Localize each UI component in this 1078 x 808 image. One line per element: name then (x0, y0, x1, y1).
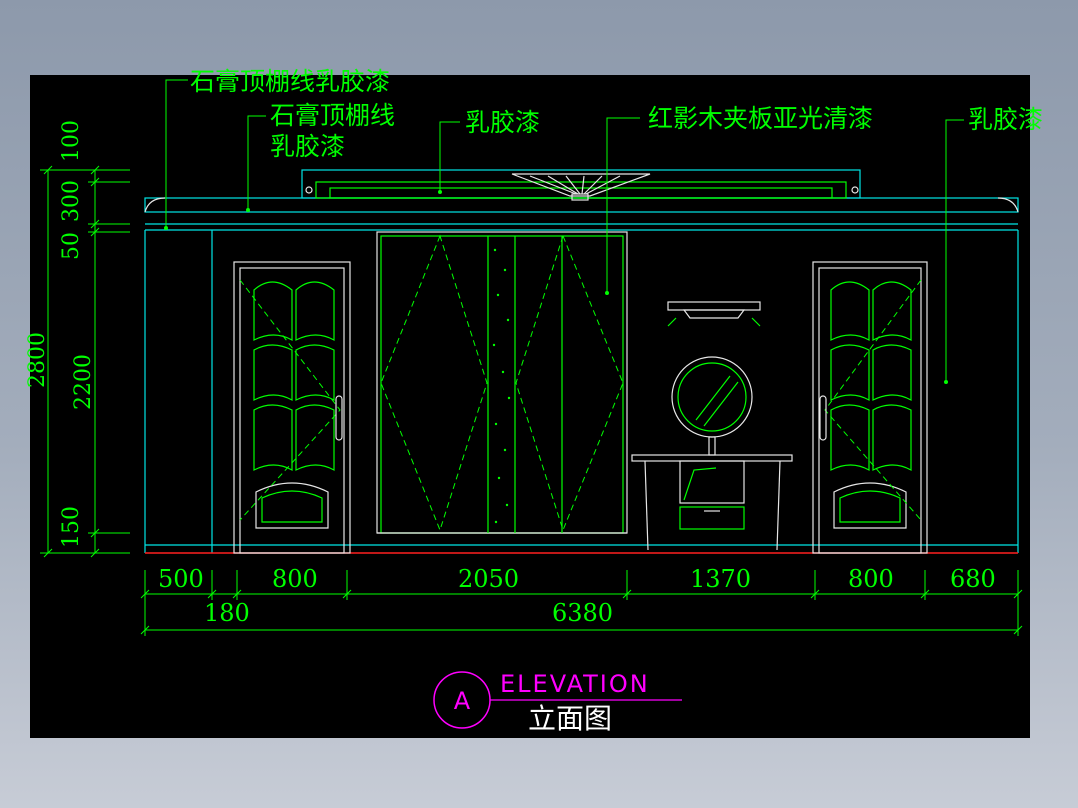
door-handle-icon (819, 395, 827, 441)
console-table (631, 454, 793, 551)
label-latex-paint-crown: 乳胶漆 (465, 108, 540, 137)
dim-h-800-right: 800 (848, 565, 894, 593)
dim-h-800-left: 800 (272, 565, 318, 593)
ceiling-cornice (144, 169, 1019, 231)
round-mirror (671, 356, 753, 456)
dim-h-2050: 2050 (458, 565, 519, 593)
label-gypsum-cornice-latex: 石膏顶棚线乳胶漆 (190, 67, 390, 96)
drawing-sheet (30, 75, 1030, 738)
chandelier-icon (511, 173, 651, 201)
dim-v-150: 150 (59, 506, 84, 548)
label-latex-paint-under-cornice: 乳胶漆 (270, 132, 345, 161)
dim-h-680: 680 (950, 565, 996, 593)
wall-sconce-icon (667, 301, 761, 327)
dim-v-2200: 2200 (71, 354, 96, 410)
door-left (233, 261, 351, 554)
speckle-strip (492, 248, 511, 524)
dim-v-50: 50 (59, 232, 84, 260)
dim-v-300: 300 (59, 180, 84, 222)
title-english: ELEVATION (500, 670, 650, 698)
horizontal-dimension-lines (140, 570, 1023, 636)
label-latex-paint-right: 乳胶漆 (968, 105, 1043, 134)
leader-lines (165, 79, 964, 382)
veneer-wall-panel (376, 231, 628, 534)
dim-v-100: 100 (59, 120, 84, 162)
dim-v-2800: 2800 (25, 332, 50, 388)
dim-h-180: 180 (204, 599, 250, 627)
dim-h-500: 500 (158, 565, 204, 593)
dim-h-6380: 6380 (552, 599, 613, 627)
door-handle-icon (335, 395, 343, 441)
title-chinese: 立面图 (528, 702, 612, 735)
title-block: A ELEVATION 立面图 (433, 670, 682, 735)
label-wood-veneer-finish: 红影木夹板亚光清漆 (648, 104, 873, 133)
label-gypsum-cornice: 石膏顶棚线 (270, 101, 395, 130)
vertical-dimension-lines (40, 165, 130, 558)
door-right (812, 261, 928, 554)
section-marker-letter: A (454, 687, 471, 715)
dim-h-1370: 1370 (690, 565, 751, 593)
